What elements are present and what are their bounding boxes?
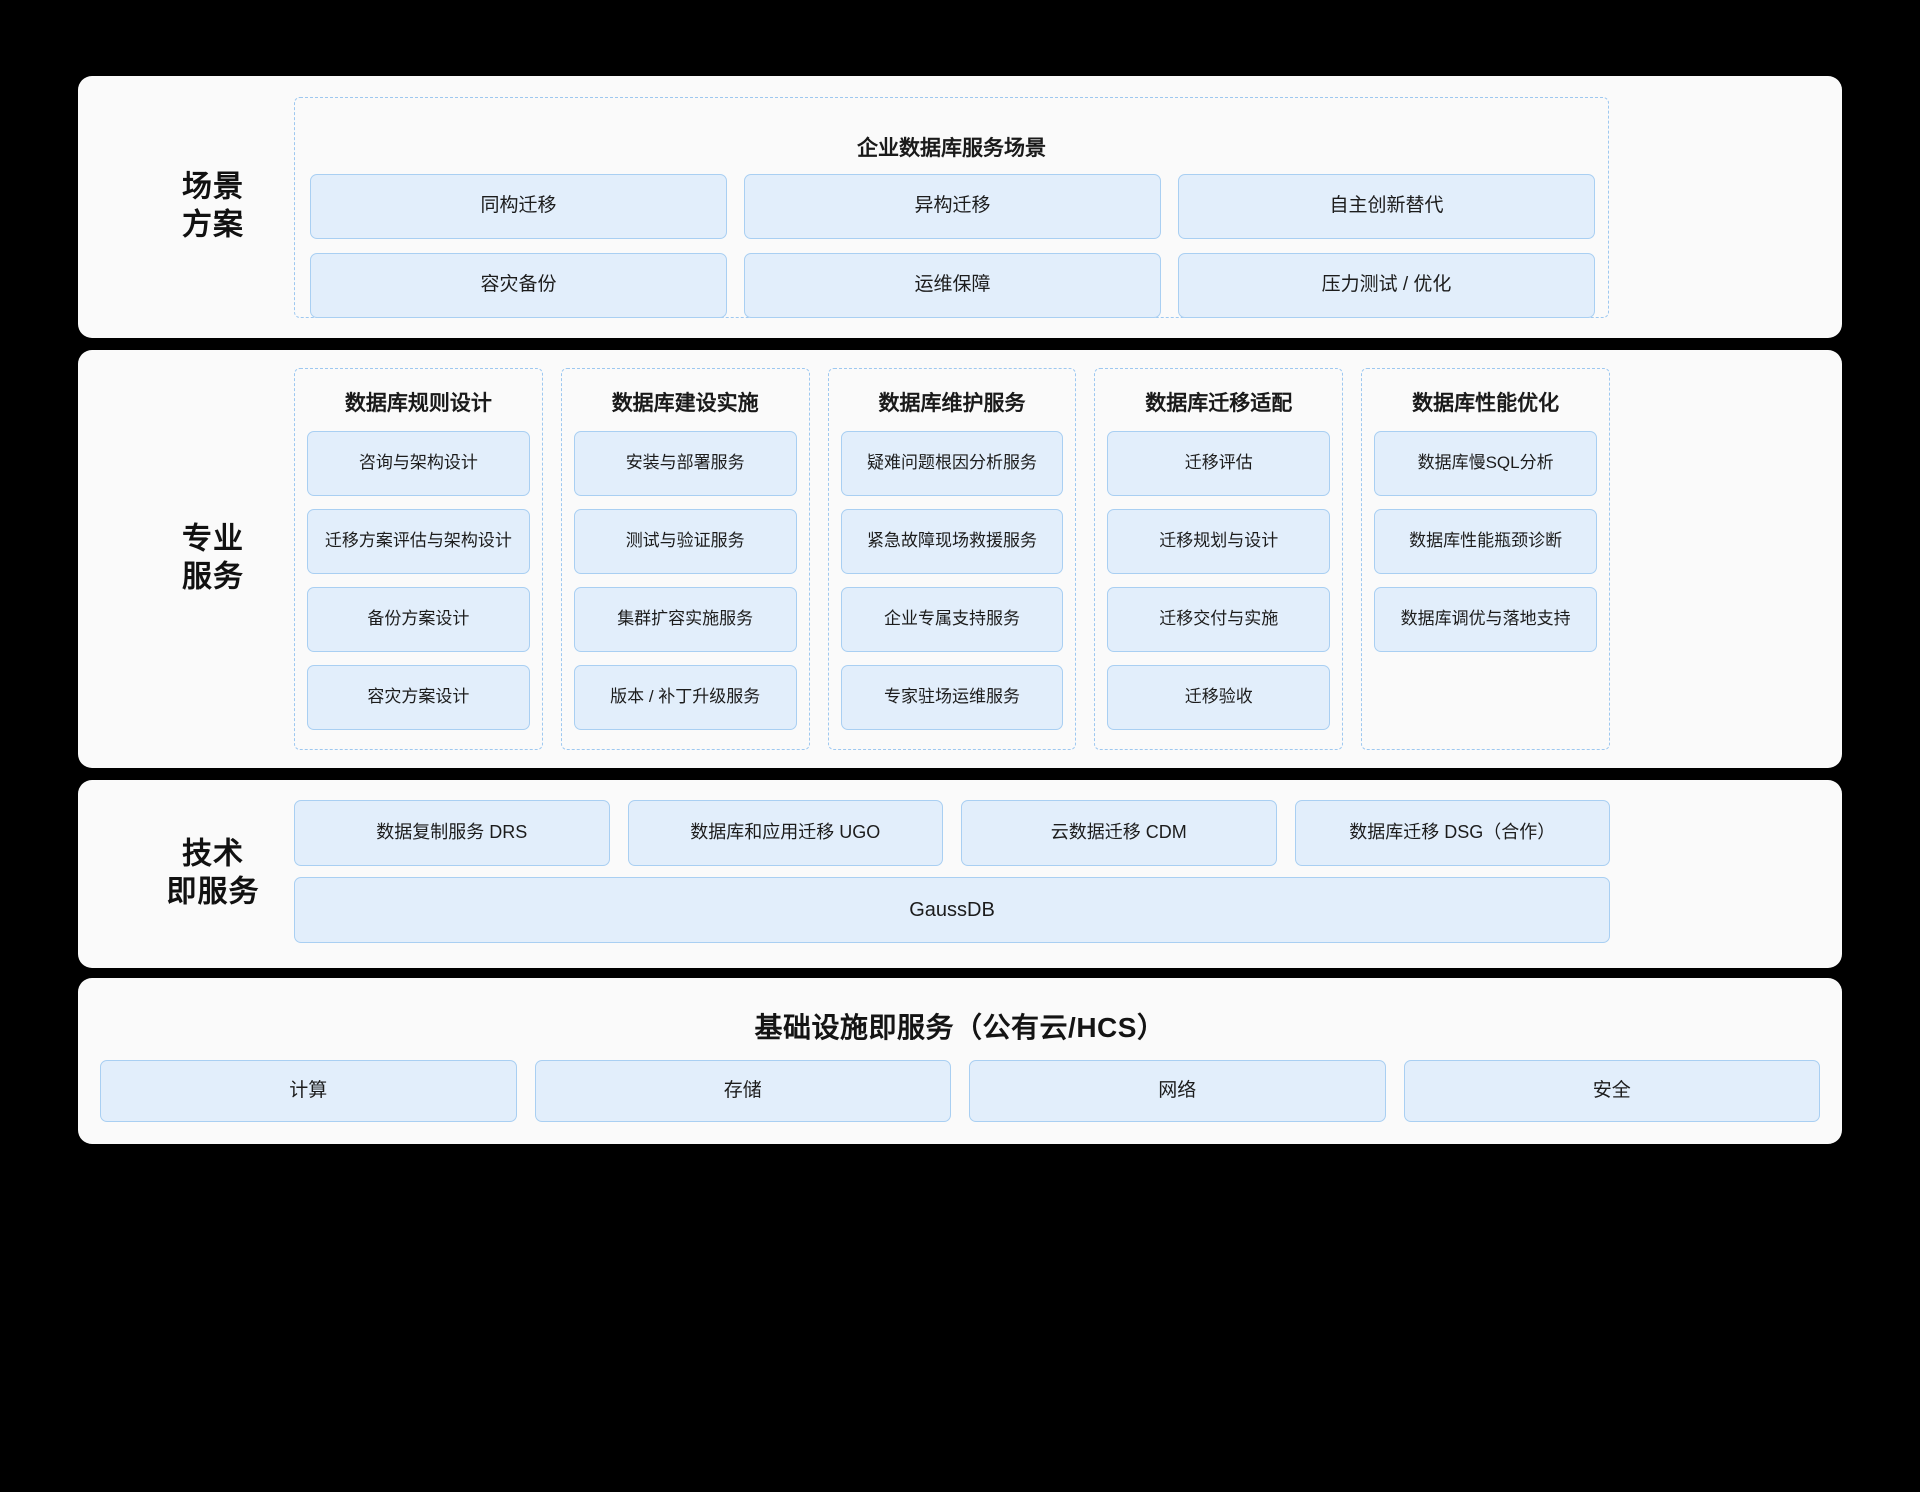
- scenario-row-label: 场景 方案: [182, 170, 244, 242]
- professional-service-card[interactable]: 专家驻场运维服务: [840, 665, 1064, 730]
- technology-service-card[interactable]: 数据库和应用迁移 UGO: [627, 800, 943, 866]
- professional-service-card[interactable]: 迁移规划与设计: [1107, 509, 1331, 574]
- scenario-card[interactable]: 异构迁移: [744, 174, 1161, 239]
- professional-service-card[interactable]: 容灾方案设计: [307, 665, 530, 730]
- technology-services-area: 数据复制服务 DRS 数据库和应用迁移 UGO 云数据迁移 CDM 数据库迁移 …: [294, 800, 1610, 943]
- professional-service-card[interactable]: 紧急故障现场救援服务: [840, 509, 1064, 574]
- technology-service-card[interactable]: 数据复制服务 DRS: [294, 800, 610, 866]
- scenario-card[interactable]: 压力测试 / 优化: [1178, 253, 1595, 318]
- scenario-dashed-container: 企业数据库服务场景 同构迁移 异构迁移 自主创新替代 容灾备份 运维保障 压力测…: [294, 97, 1609, 318]
- scenario-card[interactable]: 容灾备份: [310, 253, 727, 318]
- professional-column-rule-design: 数据库规则设计 咨询与架构设计 迁移方案评估与架构设计 备份方案设计 容灾方案设…: [294, 368, 543, 750]
- professional-service-card[interactable]: 安装与部署服务: [573, 431, 797, 496]
- professional-column-items: 迁移评估 迁移规划与设计 迁移交付与实施 迁移验收: [1107, 431, 1331, 739]
- professional-column-construction: 数据库建设实施 安装与部署服务 测试与验证服务 集群扩容实施服务 版本 / 补丁…: [560, 368, 810, 750]
- infrastructure-band: 基础设施即服务（公有云/HCS） 计算 存储 网络 安全: [78, 978, 1842, 1144]
- scenario-card-grid: 同构迁移 异构迁移 自主创新替代 容灾备份 运维保障 压力测试 / 优化: [310, 174, 1595, 318]
- professional-service-card[interactable]: 数据库调优与落地支持: [1374, 587, 1597, 652]
- professional-column-items: 咨询与架构设计 迁移方案评估与架构设计 备份方案设计 容灾方案设计: [307, 431, 530, 739]
- infrastructure-card-grid: 计算 存储 网络 安全: [100, 1060, 1820, 1122]
- professional-column-title: 数据库迁移适配: [1145, 392, 1293, 415]
- professional-column-maintenance: 数据库维护服务 疑难问题根因分析服务 紧急故障现场救援服务 企业专属支持服务 专…: [827, 368, 1077, 750]
- professional-services-columns: 数据库规则设计 咨询与架构设计 迁移方案评估与架构设计 备份方案设计 容灾方案设…: [294, 368, 1610, 750]
- scenario-card[interactable]: 自主创新替代: [1178, 174, 1595, 239]
- professional-service-card[interactable]: 企业专属支持服务: [840, 587, 1064, 652]
- professional-service-card[interactable]: 备份方案设计: [307, 587, 530, 652]
- professional-service-card[interactable]: 数据库性能瓶颈诊断: [1374, 509, 1597, 574]
- professional-service-card[interactable]: 版本 / 补丁升级服务: [573, 665, 797, 730]
- professional-service-card[interactable]: 集群扩容实施服务: [573, 587, 797, 652]
- professional-service-card[interactable]: 咨询与架构设计: [307, 431, 530, 496]
- professional-service-card[interactable]: 迁移验收: [1107, 665, 1331, 730]
- professional-service-card[interactable]: 迁移方案评估与架构设计: [307, 509, 530, 574]
- professional-column-title: 数据库建设实施: [611, 392, 759, 415]
- professional-column-performance: 数据库性能优化 数据库慢SQL分析 数据库性能瓶颈诊断 数据库调优与落地支持: [1361, 368, 1610, 750]
- infrastructure-card[interactable]: 存储: [534, 1060, 951, 1122]
- infrastructure-card[interactable]: 计算: [100, 1060, 517, 1122]
- technology-service-card[interactable]: 云数据迁移 CDM: [961, 800, 1277, 866]
- technology-row-label: 技术 即服务: [166, 837, 260, 909]
- professional-service-card[interactable]: 迁移评估: [1107, 431, 1331, 496]
- scenario-card[interactable]: 运维保障: [744, 253, 1161, 318]
- scenario-title: 企业数据库服务场景: [857, 137, 1046, 160]
- professional-services-row-label: 专业 服务: [182, 522, 244, 594]
- professional-service-card[interactable]: 测试与验证服务: [573, 509, 797, 574]
- technology-as-a-service-band: 技术 即服务 数据复制服务 DRS 数据库和应用迁移 UGO 云数据迁移 CDM…: [78, 780, 1842, 968]
- infrastructure-card[interactable]: 网络: [969, 1060, 1386, 1122]
- scenario-band: 场景 方案 企业数据库服务场景 同构迁移 异构迁移 自主创新替代 容灾备份 运维…: [78, 76, 1842, 338]
- professional-column-migration: 数据库迁移适配 迁移评估 迁移规划与设计 迁移交付与实施 迁移验收: [1094, 368, 1344, 750]
- professional-column-items: 数据库慢SQL分析 数据库性能瓶颈诊断 数据库调优与落地支持: [1374, 431, 1597, 739]
- professional-service-card[interactable]: 数据库慢SQL分析: [1374, 431, 1597, 496]
- professional-service-card[interactable]: 迁移交付与实施: [1107, 587, 1331, 652]
- professional-column-title: 数据库维护服务: [878, 392, 1026, 415]
- technology-platform-card[interactable]: GaussDB: [294, 877, 1610, 943]
- professional-service-card[interactable]: 疑难问题根因分析服务: [840, 431, 1064, 496]
- professional-column-title: 数据库规则设计: [344, 392, 492, 415]
- professional-column-items: 疑难问题根因分析服务 紧急故障现场救援服务 企业专属支持服务 专家驻场运维服务: [840, 431, 1064, 739]
- professional-services-band: 专业 服务 数据库规则设计 咨询与架构设计 迁移方案评估与架构设计 备份方案设计…: [78, 350, 1842, 768]
- technology-service-row: 数据复制服务 DRS 数据库和应用迁移 UGO 云数据迁移 CDM 数据库迁移 …: [294, 800, 1610, 866]
- professional-column-title: 数据库性能优化: [1412, 392, 1560, 415]
- infrastructure-card[interactable]: 安全: [1403, 1060, 1820, 1122]
- professional-column-items: 安装与部署服务 测试与验证服务 集群扩容实施服务 版本 / 补丁升级服务: [573, 431, 797, 739]
- technology-service-card[interactable]: 数据库迁移 DSG（合作）: [1294, 800, 1610, 866]
- infrastructure-title: 基础设施即服务（公有云/HCS）: [754, 1012, 1166, 1043]
- scenario-card[interactable]: 同构迁移: [310, 174, 727, 239]
